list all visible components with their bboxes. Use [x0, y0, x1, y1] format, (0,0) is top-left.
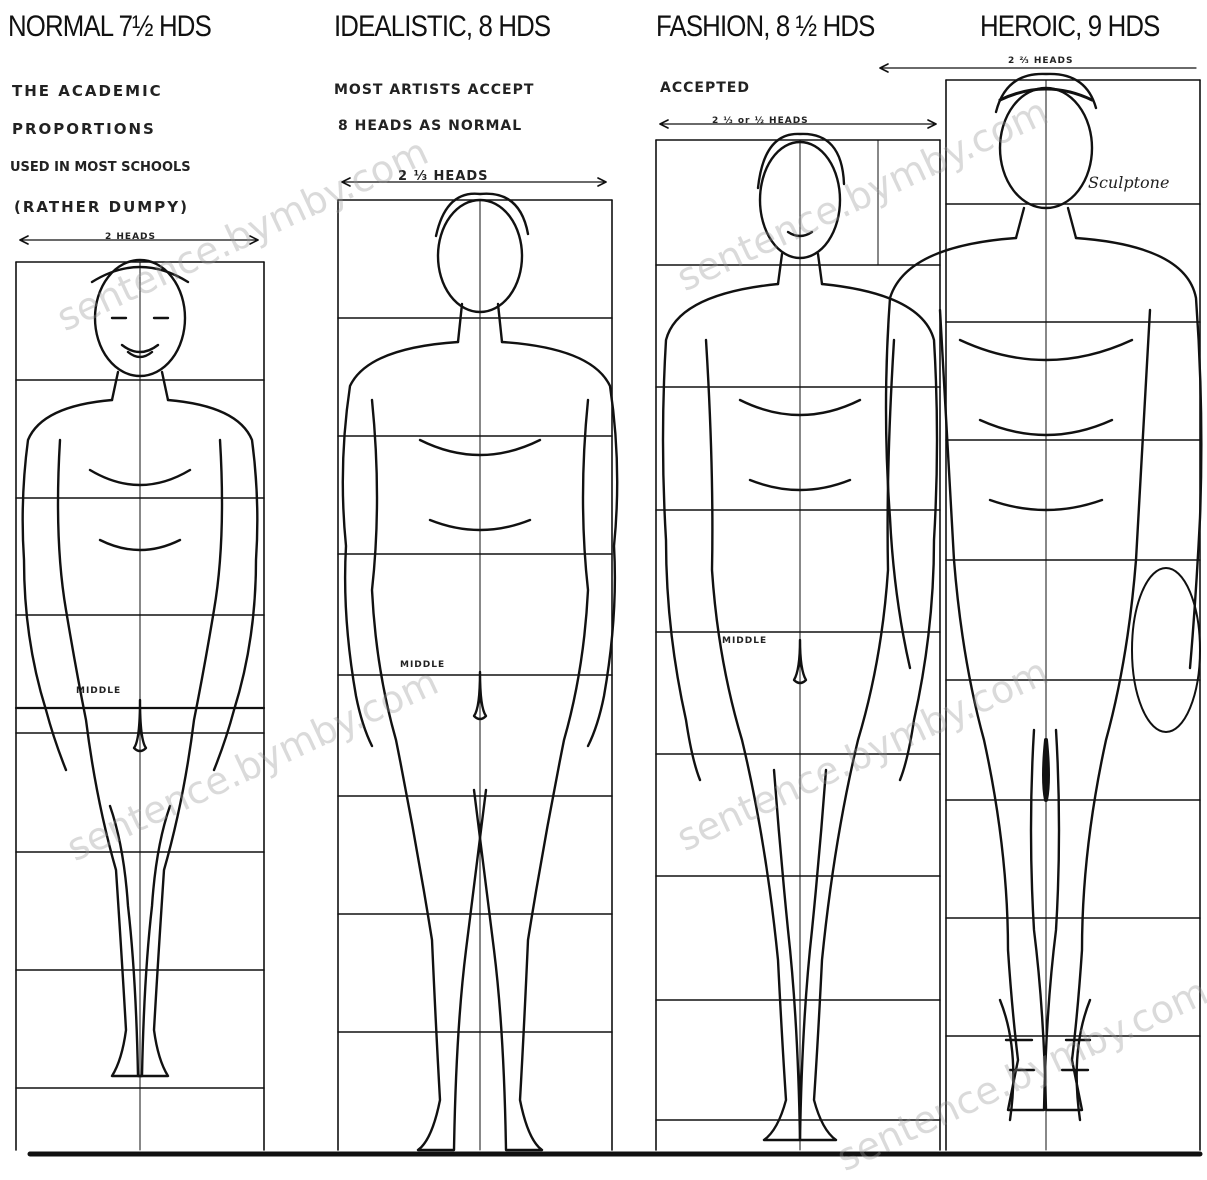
grid-fashion	[656, 120, 940, 1150]
grid-normal	[16, 236, 264, 1150]
heroic-figure	[886, 74, 1201, 1120]
